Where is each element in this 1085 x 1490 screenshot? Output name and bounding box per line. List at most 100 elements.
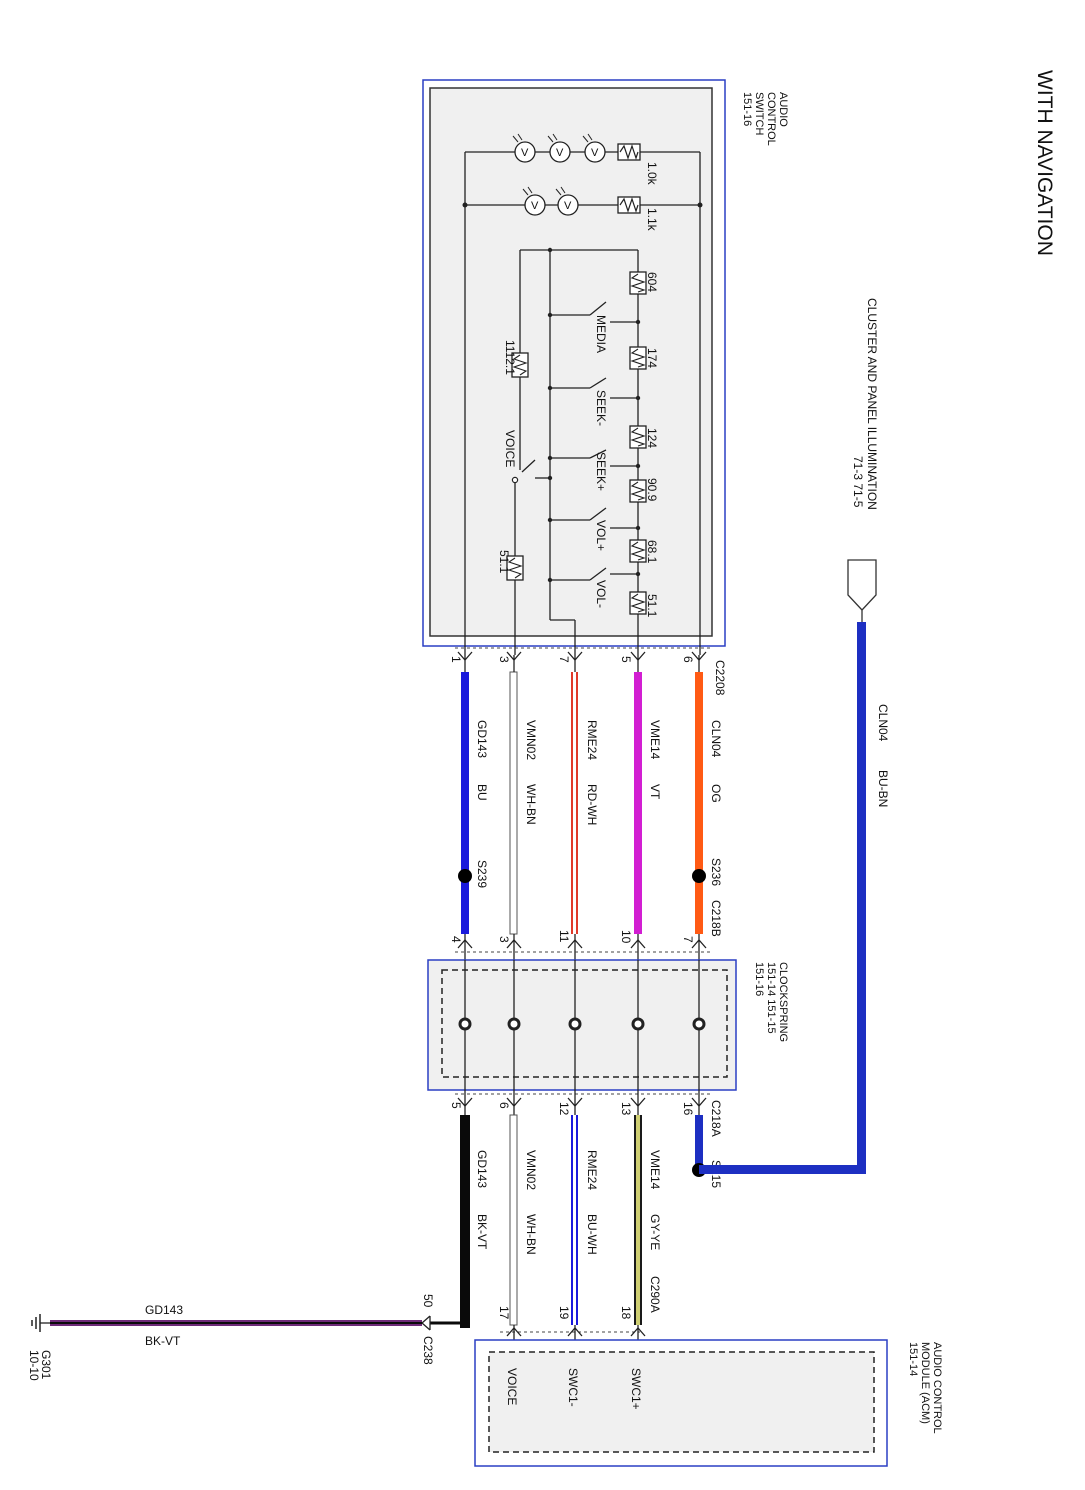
acm-pin-swc1-plus: SWC1+ (629, 1368, 643, 1410)
resistor-1112-label: 1112.1 (503, 340, 517, 375)
connector-c290a-label: C290A (648, 1276, 662, 1313)
resistor-68-1-label: 68.1 (645, 540, 659, 564)
switch-name-3: SWITCH (753, 92, 765, 135)
wire-lower-4-color: GY-YE (648, 1214, 662, 1250)
wire-lower-2-circuit: VMN02 (524, 1150, 538, 1190)
resistor-90-9-label: 90.9 (645, 478, 659, 502)
lamp-icons (514, 141, 606, 216)
clockspring-name-1: CLOCKSPRING (777, 962, 789, 1042)
pin-c290a-2: 19 (557, 1306, 571, 1320)
audio-control-switch: AUDIO CONTROL SWITCH 151-16 (422, 79, 789, 655)
switch-seek-plus-label: SEEK+ (594, 452, 608, 491)
resistor-ladder (506, 271, 647, 615)
upper-wires (461, 671, 703, 935)
wire-upper-3-color: RD-WH (585, 784, 599, 825)
switch-name-2: CONTROL (765, 92, 777, 146)
pin-c2208-5: 6 (681, 656, 695, 663)
wire-upper-2-color: WH-BN (524, 784, 538, 825)
audio-control-module: AUDIO CONTROL MODULE (ACM) 151-14 VOICE … (474, 1339, 943, 1467)
wire-upper-1-circuit: GD143 (475, 720, 489, 758)
connector-c218a-label: C218A (709, 1100, 723, 1137)
wire-lower-3-circuit: RME24 (585, 1150, 599, 1190)
resistor-1k: 1.0k (617, 143, 659, 186)
connector-c2208: C2208 (455, 647, 727, 696)
switch-media-label: MEDIA (594, 315, 608, 353)
resistor-174-label: 174 (645, 348, 659, 368)
wire-upper-4-color: VT (648, 784, 662, 800)
diagram-title: WITH NAVIGATION (1033, 70, 1056, 256)
resistor-124-label: 124 (645, 428, 659, 448)
resistor-51-1-label: 51.1 (645, 594, 659, 618)
illumination-wire: CLN04 BU-BN CLUSTER AND PANEL ILLUMINATI… (699, 298, 890, 1174)
switch-seek-minus-label: SEEK- (594, 390, 608, 426)
wire-cln04-circuit: CLN04 (876, 704, 890, 742)
pin-c218b-2: 3 (497, 936, 511, 943)
svg-text:S215: S215 (709, 1160, 723, 1188)
pin-c218b-5: 7 (681, 936, 695, 943)
wire-cln04-color: BU-BN (876, 770, 890, 807)
switch-vol-minus-label: VOL- (594, 580, 608, 608)
ground-wire-color: BK-VT (145, 1334, 181, 1348)
pin-c218b-4: 10 (619, 930, 633, 944)
acm-name-1: AUDIO CONTROL (931, 1342, 943, 1434)
wire-upper-3-circuit: RME24 (585, 720, 599, 760)
svg-text:V: V (531, 200, 539, 212)
lower-wires (460, 1114, 703, 1326)
svg-text:C2208: C2208 (713, 660, 727, 696)
svg-text:1.0k: 1.0k (645, 162, 659, 186)
pin-c218a-2: 6 (497, 1102, 511, 1109)
svg-text:V: V (591, 147, 599, 159)
pin-c218a-4: 13 (619, 1102, 633, 1116)
clockspring-name-3: 151-16 (753, 962, 765, 996)
svg-text:V: V (564, 200, 572, 212)
wire-lower-1-circuit: GD143 (475, 1150, 489, 1188)
ground-g301-label: G301 (39, 1350, 53, 1380)
wire-upper-2-circuit: VMN02 (524, 720, 538, 760)
svg-text:V: V (556, 147, 564, 159)
wire-lower-1-color: BK-VT (475, 1214, 489, 1250)
illumination-label: CLUSTER AND PANEL ILLUMINATION (865, 298, 879, 510)
wire-upper-4-circuit: VME14 (648, 720, 662, 760)
switch-voice-label: VOICE (503, 430, 517, 467)
acm-pin-voice: VOICE (505, 1368, 519, 1405)
splice-s236: S236 (692, 858, 723, 886)
pin-c218b-1: 4 (449, 936, 463, 943)
pin-c2208-1: 1 (449, 656, 463, 663)
wire-lower-4-circuit: VME14 (648, 1150, 662, 1190)
wire-upper-5-color: OG (709, 784, 723, 803)
clockspring-name-2: 151-14 151-15 (765, 962, 777, 1034)
pin-c218a-5: 16 (681, 1102, 695, 1116)
resistor-604-label: 604 (645, 272, 659, 292)
wire-lower-3-color: BU-WH (585, 1214, 599, 1255)
ground-wire-circuit: GD143 (145, 1303, 183, 1317)
svg-text:S239: S239 (475, 860, 489, 888)
pin-c290a-1: 17 (497, 1306, 511, 1320)
acm-pin-swc1-minus: SWC1- (566, 1368, 580, 1407)
pin-c218a-1: 5 (449, 1102, 463, 1109)
resistor-1-1k: 1.1k (617, 196, 659, 232)
splice-s239: S239 (458, 860, 489, 888)
svg-text:S236: S236 (709, 858, 723, 886)
acm-name-2: MODULE (ACM) (919, 1342, 931, 1424)
wire-upper-5-circuit: CLN04 (709, 720, 723, 758)
illumination-refs: 71-3 71-5 (851, 456, 865, 508)
ground-path: GD143 BK-VT 50 C238 G301 10-10 (27, 1294, 470, 1381)
pin-c218a-3: 12 (557, 1102, 571, 1116)
pin-c290a-3: 18 (619, 1306, 633, 1320)
splice-s215: S215 (692, 1160, 723, 1188)
pin-c2208-2: 3 (497, 656, 511, 663)
acm-name-3: 151-14 (907, 1342, 919, 1376)
pin-c218b-3: 11 (557, 930, 571, 943)
clockspring: CLOCKSPRING 151-14 151-15 151-16 (427, 959, 789, 1091)
switch-name-4: 151-16 (741, 92, 753, 126)
ground-g301-ref: 10-10 (27, 1350, 41, 1381)
resistor-51-1b-label: 51.1 (497, 550, 511, 574)
svg-text:V: V (521, 147, 529, 159)
switch-vol-plus-label: VOL+ (594, 520, 608, 551)
wire-lower-2-color: WH-BN (524, 1214, 538, 1255)
pin-c238: 50 (421, 1294, 435, 1308)
switch-name-1: AUDIO (777, 92, 789, 127)
pin-c2208-4: 5 (619, 656, 633, 663)
svg-text:1.1k: 1.1k (645, 208, 659, 232)
